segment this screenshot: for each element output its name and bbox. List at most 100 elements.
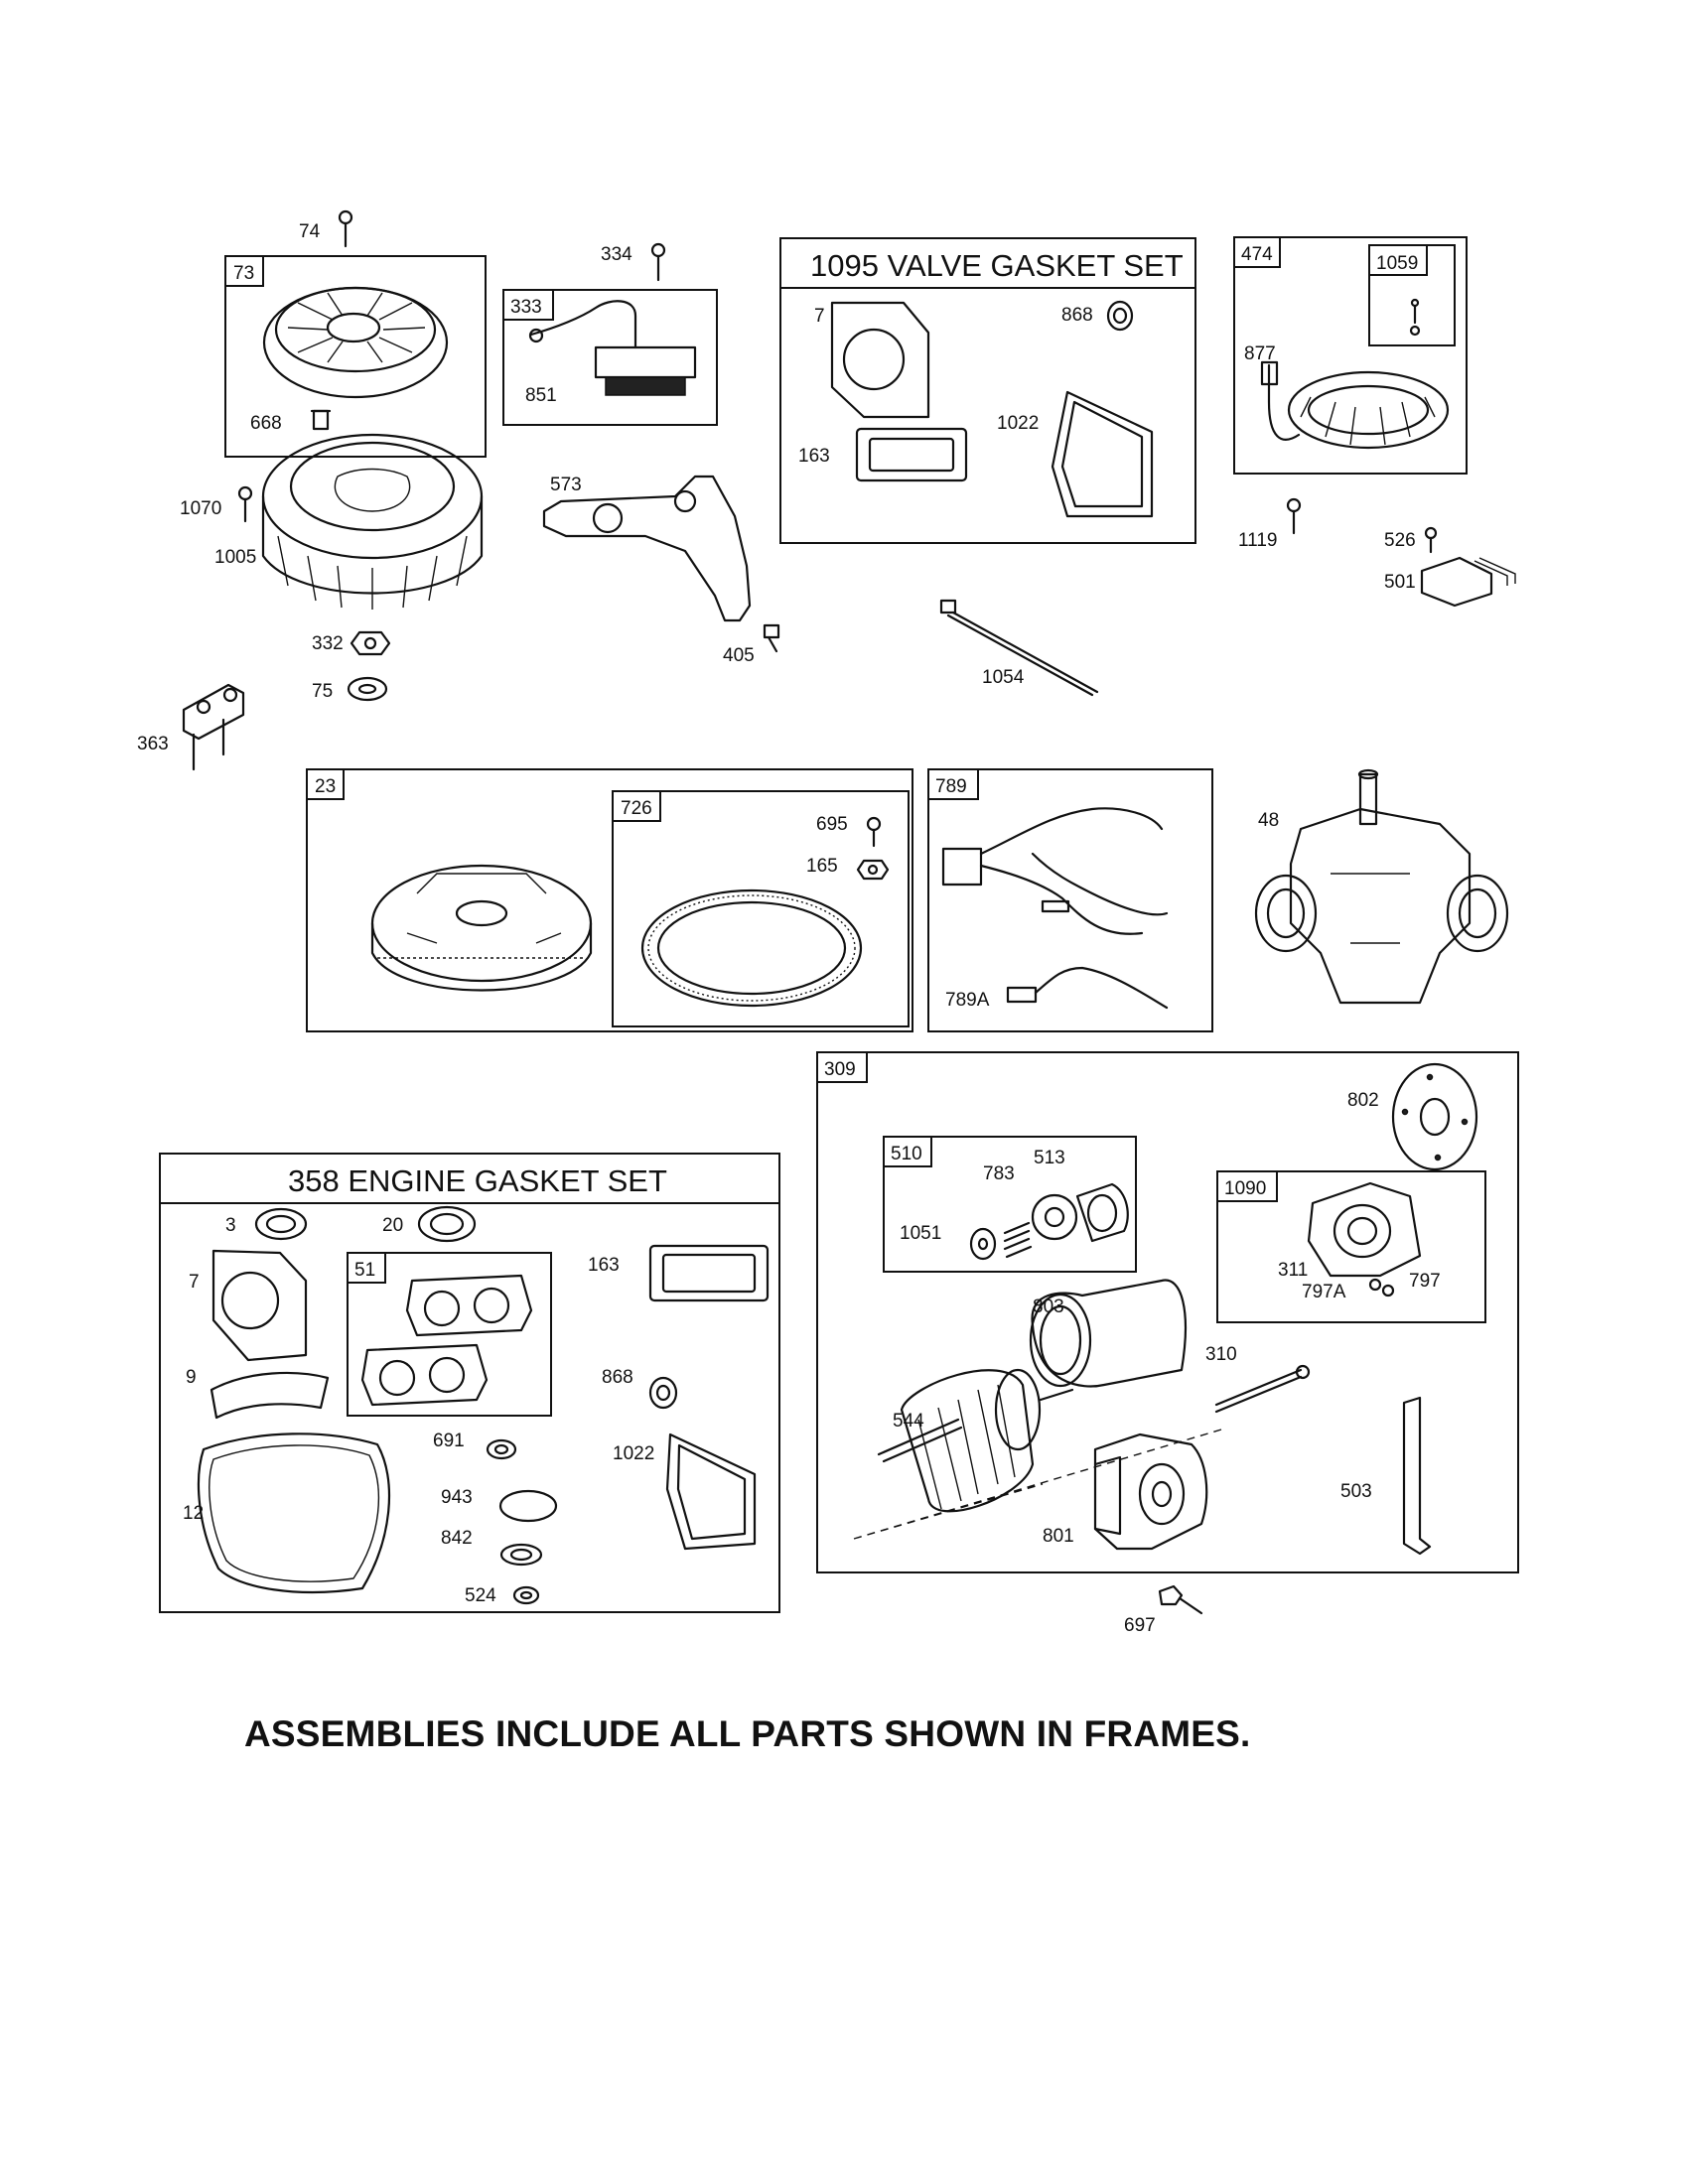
part-165-nut <box>856 859 890 881</box>
callout-165: 165 <box>806 856 838 877</box>
frame-333: 333 <box>502 289 718 426</box>
frame-358-engine-gasket-set: 358 ENGINE GASKET SET <box>159 1153 780 1613</box>
part-74-bolt <box>338 209 353 248</box>
callout-163-valve: 163 <box>798 446 830 467</box>
frame-789: 789 <box>927 768 1213 1032</box>
callout-1070: 1070 <box>180 498 221 519</box>
callout-48: 48 <box>1258 810 1279 831</box>
callout-789A: 789A <box>945 990 990 1011</box>
part-802-end-cap <box>1391 1062 1478 1171</box>
part-510-drive-parts <box>969 1182 1129 1261</box>
frame-tag-726: 726 <box>621 798 652 819</box>
part-842-washer <box>499 1543 543 1567</box>
callout-544: 544 <box>893 1411 924 1432</box>
part-1070-bolt <box>237 485 253 523</box>
frame-tag-333: 333 <box>510 297 542 318</box>
part-7-head-gasket-b <box>211 1249 308 1362</box>
part-20-seal <box>417 1205 477 1243</box>
part-1059-clip <box>1409 298 1421 337</box>
callout-labels: 74 334 668 851 7 868 163 1022 877 1070 1… <box>137 221 1441 1636</box>
frame-tag-309: 309 <box>824 1059 856 1080</box>
part-868-seal-b <box>648 1376 678 1410</box>
callout-943: 943 <box>441 1487 473 1508</box>
frame-510: 510 <box>883 1136 1137 1273</box>
part-75-washer <box>347 676 388 702</box>
callout-695: 695 <box>816 814 848 835</box>
callout-783: 783 <box>983 1163 1015 1184</box>
callout-868-engine: 868 <box>602 1367 633 1388</box>
callout-163-engine: 163 <box>588 1255 620 1276</box>
frame-tag-1090: 1090 <box>1224 1178 1266 1199</box>
frame-tag-73: 73 <box>233 263 254 284</box>
frame-23: 23 <box>306 768 913 1032</box>
callout-691: 691 <box>433 1431 465 1451</box>
part-1022-gasket-b <box>665 1433 757 1551</box>
part-803-housing <box>1029 1279 1188 1388</box>
callout-803: 803 <box>1033 1297 1064 1317</box>
frame-tag-474: 474 <box>1241 244 1273 265</box>
engine-gasket-set-title: 358 ENGINE GASKET SET <box>288 1163 667 1198</box>
callout-334: 334 <box>601 244 632 265</box>
callout-851: 851 <box>525 385 557 406</box>
callout-842: 842 <box>441 1528 473 1549</box>
callout-311: 311 <box>1278 1260 1308 1281</box>
part-501-rectifier <box>1420 556 1516 608</box>
callout-7-engine: 7 <box>189 1272 200 1293</box>
frame-51: 51 <box>347 1252 552 1417</box>
callout-1022-engine: 1022 <box>613 1443 654 1464</box>
callout-405: 405 <box>723 645 755 666</box>
callout-1054: 1054 <box>982 667 1025 688</box>
frame-tag-23: 23 <box>315 776 336 797</box>
callout-1119: 1119 <box>1238 530 1277 551</box>
part-801-drive-end-bracket <box>1093 1433 1208 1551</box>
part-3-seal <box>254 1207 308 1241</box>
callout-802: 802 <box>1347 1090 1379 1111</box>
part-9-gasket <box>210 1371 330 1420</box>
part-332-nut <box>350 630 391 656</box>
part-526-screw <box>1424 526 1438 554</box>
part-334-bolt <box>650 242 666 282</box>
part-163-gasket-b <box>648 1244 770 1302</box>
frame-tag-789: 789 <box>935 776 967 797</box>
callout-697: 697 <box>1124 1615 1156 1636</box>
callout-668: 668 <box>250 413 282 434</box>
part-48-crankcase <box>1254 768 1509 1005</box>
callout-797: 797 <box>1409 1271 1441 1292</box>
part-726-ring-gear <box>640 888 863 1008</box>
part-695-screw <box>866 816 882 848</box>
callout-310: 310 <box>1205 1344 1237 1365</box>
callout-1051: 1051 <box>900 1223 941 1244</box>
part-51-intake-gaskets <box>360 1274 533 1407</box>
callout-20: 20 <box>382 1215 403 1236</box>
valve-gasket-set-title: 1095 VALVE GASKET SET <box>810 248 1184 283</box>
part-1119-bolt <box>1286 497 1302 535</box>
callout-9: 9 <box>186 1367 197 1388</box>
footer-note: ASSEMBLIES INCLUDE ALL PARTS SHOWN IN FR… <box>244 1713 1251 1754</box>
part-691-seal <box>486 1438 517 1460</box>
callout-332: 332 <box>312 633 344 654</box>
part-943-o-ring <box>498 1489 558 1523</box>
callout-7-valve: 7 <box>814 306 825 327</box>
part-163-valve-cover-gasket <box>855 427 968 482</box>
callout-1022-valve: 1022 <box>997 413 1039 434</box>
part-310-through-bolt <box>1214 1364 1311 1414</box>
callout-3: 3 <box>225 1215 236 1236</box>
part-7-head-gasket <box>830 301 930 419</box>
callout-801: 801 <box>1043 1526 1074 1547</box>
frame-1059: 1059 <box>1368 244 1456 346</box>
part-668-screw <box>310 409 332 431</box>
part-789-wire-harness <box>941 807 1169 935</box>
frame-1095-valve-gasket-set: 1095 VALVE GASKET SET <box>779 237 1196 544</box>
part-1090-brush-holder <box>1307 1181 1422 1297</box>
part-868-seal <box>1106 300 1134 332</box>
frame-tag-1059: 1059 <box>1376 253 1418 274</box>
frame-tag-51: 51 <box>354 1260 375 1281</box>
callout-75: 75 <box>312 681 333 702</box>
callout-12: 12 <box>183 1503 204 1524</box>
part-697-bolt <box>1158 1584 1203 1615</box>
frame-726: 726 <box>612 790 910 1027</box>
frame-1090: 1090 <box>1216 1170 1486 1323</box>
part-789A-lead <box>1006 966 1169 1010</box>
callout-501: 501 <box>1384 572 1416 593</box>
